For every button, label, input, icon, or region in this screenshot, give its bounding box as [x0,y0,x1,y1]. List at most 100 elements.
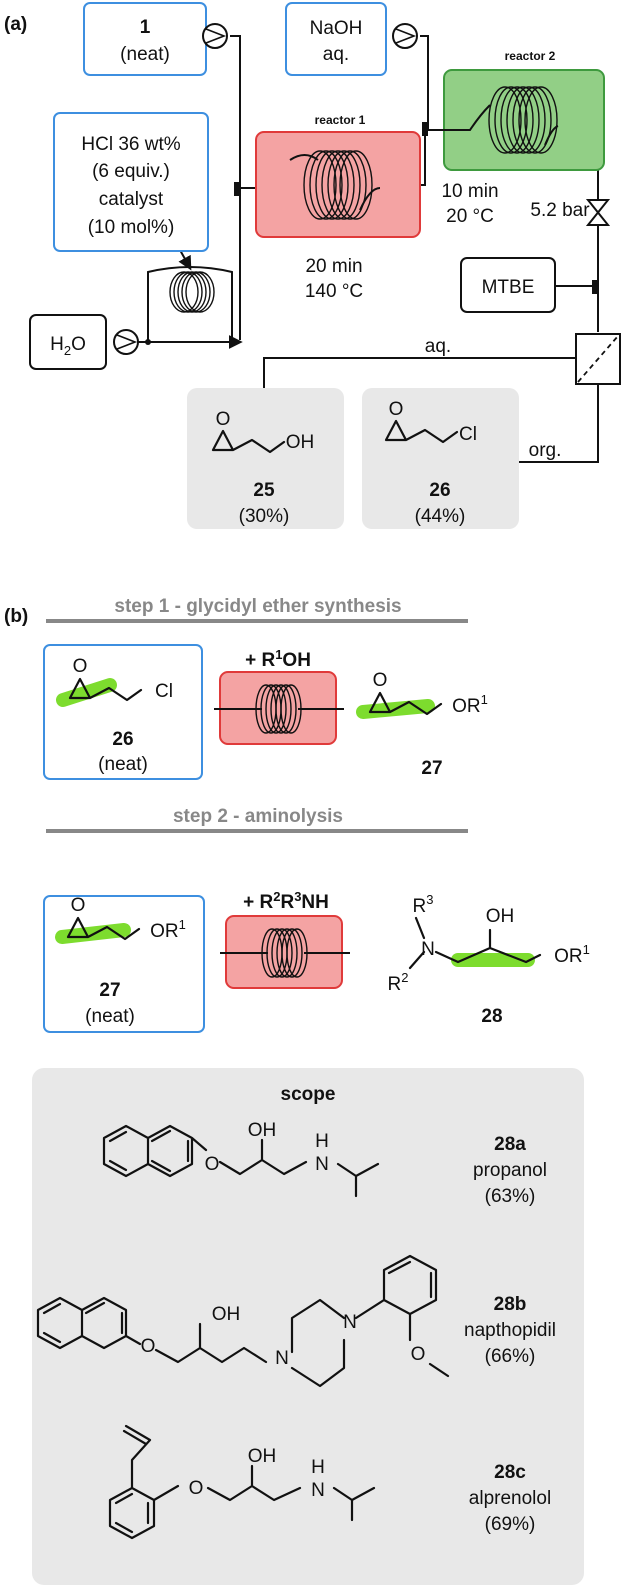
aq-label: aq. [425,336,451,357]
step-2-sm-note: (neat) [85,1006,135,1027]
reactor-1-temp: 140 °C [305,281,363,302]
scope-28a-yield: (63%) [485,1186,536,1207]
hcl-box: HCl 36 wt% (6 equiv.) catalyst (10 mol%) [53,112,209,252]
product-25-number: 25 [253,480,275,501]
scope-28b-yield: (66%) [485,1346,536,1367]
step-1-sm-note: (neat) [98,754,148,775]
step-1-product-group: OR1 [452,692,488,717]
product-25-card: O OH 25 (30%) [187,388,344,529]
reactor-2-temp: 20 °C [446,206,494,227]
mtbe-label: MTBE [482,277,535,298]
step-2-sm-number: 27 [99,980,120,1001]
step-2-sm-group: OR1 [150,917,186,942]
step-2-product-number: 28 [481,1006,502,1027]
reactor-1-time: 20 min [305,256,362,277]
svg-text:OH: OH [248,1446,277,1467]
svg-text:O: O [189,1478,204,1499]
scope-28a-id: 28a [494,1134,526,1155]
svg-text:O: O [141,1336,156,1357]
step-2-product: R3 OH N R2 OR1 28 [388,892,590,1027]
step-2-sm-o: O [71,895,86,916]
hcl-line2: (6 equiv.) [92,161,170,182]
hcl-line1: HCl 36 wt% [81,134,180,155]
svg-text:H: H [315,1131,329,1152]
step-1-product-o: O [373,670,388,691]
epoxide-o-25: O [216,409,231,430]
scope-28b-id: 28b [494,1294,527,1315]
svg-text:OH: OH [212,1304,241,1325]
step-1-sm-number: 26 [112,729,133,750]
panel-a-label: (a) [4,14,27,35]
reagent-1-note: (neat) [120,44,170,65]
hcl-line4: (10 mol%) [88,217,175,238]
svg-text:N: N [343,1312,357,1333]
step-1-reactor-icon [214,671,344,745]
svg-text:O: O [205,1154,220,1175]
naoh-box: NaOH aq. [285,2,387,76]
reactor-2: reactor 2 10 min 20 °C [441,49,605,227]
product-26-yield: (44%) [415,506,466,527]
reagent-1-box: 1 (neat) [83,2,207,76]
svg-text:H: H [311,1457,325,1478]
epoxide-o-26: O [389,399,404,420]
product-25-yield: (30%) [239,506,290,527]
svg-text:O: O [411,1344,426,1365]
step-2-title: step 2 - aminolysis [173,806,343,827]
step-1-title: step 1 - glycidyl ether synthesis [114,596,401,617]
scope-28b-name: napthopidil [464,1320,556,1341]
step-2-product-oh: OH [486,906,515,927]
pump-2-icon [392,23,418,49]
scope-item-28c: O OH H N 28c alprenolol (69%) [108,1424,551,1540]
step-2-product-or: OR1 [554,942,590,967]
step-1-sm-group: Cl [155,681,173,702]
svg-text:N: N [275,1348,289,1369]
naoh-line1: NaOH [310,18,363,39]
hcl-line3: catalyst [99,189,164,210]
water-label: H2O [50,334,86,358]
step-2-product-r3: R3 [413,892,434,917]
org-label: org. [529,440,562,461]
scope-28c-id: 28c [494,1462,526,1483]
svg-text:OH: OH [248,1120,277,1141]
scope-28c-name: alprenolol [469,1488,551,1509]
scope-item-28b: O OH N N O 28b napthopidil (66%) [36,1254,556,1388]
scope-item-28a: O OH H N 28a propanol (63%) [102,1120,547,1207]
step-1-sm-box: O Cl 26 (neat) [43,644,203,780]
tee-junctions [145,122,598,345]
pump-1-icon [202,23,228,49]
svg-text:N: N [315,1154,329,1175]
reagent-1-number: 1 [140,17,151,38]
step-2-reagent: + R2R3NH [243,889,329,913]
step-1-sm-o: O [73,656,88,677]
separator-icon [575,333,621,385]
product-25-group: OH [286,432,315,453]
back-pressure-regulator-icon: 5.2 bar [530,199,611,226]
step-2-product-n: N [421,939,435,960]
scope-28a-name: propanol [473,1160,547,1181]
sample-loop-icon [147,266,233,313]
step-2-reactor-icon [220,915,350,989]
svg-text:N: N [311,1480,325,1501]
scope-28c-yield: (69%) [485,1514,536,1535]
pressure-label: 5.2 bar [530,200,590,221]
scope-title: scope [281,1084,336,1105]
naoh-line2: aq. [323,44,349,65]
step-1-product-number: 27 [421,758,442,779]
reactor-1-title: reactor 1 [315,113,366,127]
product-26-card: O Cl 26 (44%) [362,388,519,529]
step-1-product: O OR1 27 [356,670,488,779]
pump-3-icon [113,329,139,355]
scope-panel: scope [32,1068,584,1585]
reactor-2-title: reactor 2 [505,49,556,63]
reactor-1: reactor 1 20 min 140 °C [255,113,421,302]
product-26-group: Cl [459,424,477,445]
step-2-product-r2: R2 [388,970,409,995]
panel-b-label: (b) [4,606,28,627]
product-26-number: 26 [429,480,450,501]
step-1-reagent: + R1OH [245,647,311,671]
mtbe-box: MTBE [460,257,556,313]
reactor-2-time: 10 min [441,181,498,202]
water-box: H2O [29,314,107,370]
step-2-sm-box: O OR1 27 (neat) [43,895,205,1033]
